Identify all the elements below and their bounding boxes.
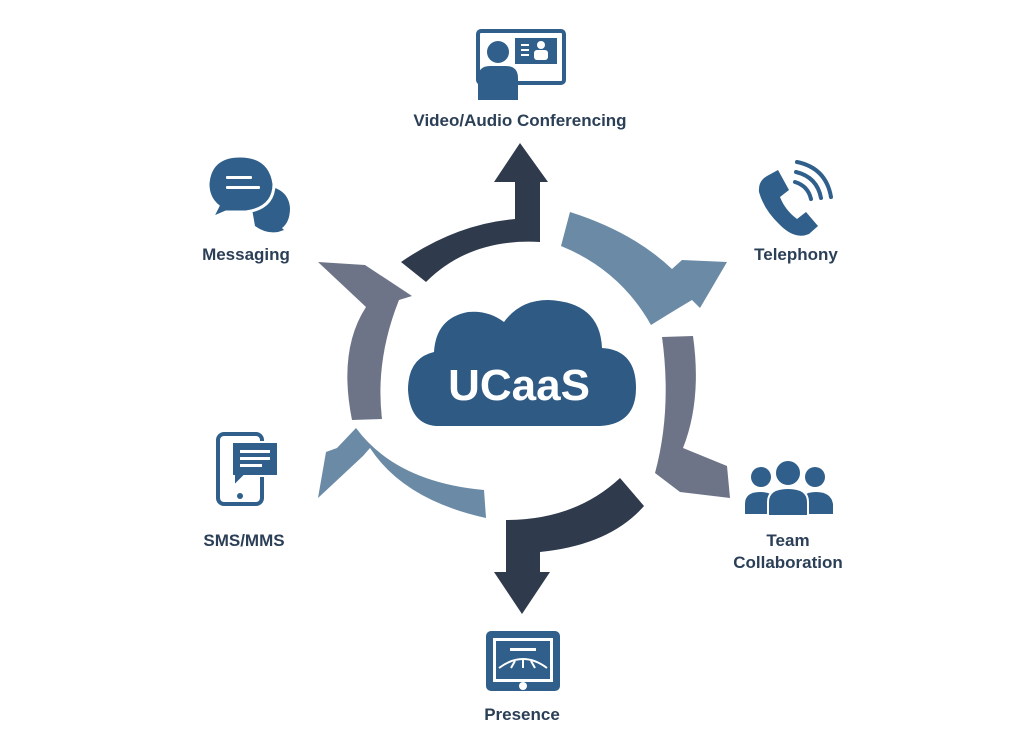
chat-bubbles-icon — [206, 154, 290, 233]
video-conference-icon — [476, 29, 566, 100]
ucaas-cloud: UCaaS — [408, 300, 636, 426]
presence-monitor-icon — [486, 631, 560, 691]
ucaas-label: UCaaS — [448, 361, 590, 410]
mobile-message-icon — [216, 432, 279, 506]
arrow-to-telephony — [561, 212, 727, 325]
ring-arrows — [318, 143, 730, 614]
team-icon — [745, 459, 833, 517]
team-collaboration-label: Team Collaboration — [718, 530, 858, 574]
arrow-to-presence — [494, 478, 644, 614]
video-conferencing-label: Video/Audio Conferencing — [413, 111, 627, 130]
team-collaboration-label-line-1: Team — [766, 531, 810, 550]
telephony-label: Telephony — [754, 245, 838, 264]
team-collaboration-label-line-2: Collaboration — [733, 553, 843, 572]
presence-label: Presence — [484, 705, 560, 724]
arrow-to-messaging — [318, 262, 412, 420]
arrow-to-video — [401, 143, 548, 282]
arrow-to-sms — [318, 428, 486, 518]
arrow-to-team — [655, 336, 730, 498]
phone-icon — [758, 160, 833, 236]
sms-mms-label: SMS/MMS — [203, 531, 285, 550]
messaging-label: Messaging — [202, 245, 290, 264]
